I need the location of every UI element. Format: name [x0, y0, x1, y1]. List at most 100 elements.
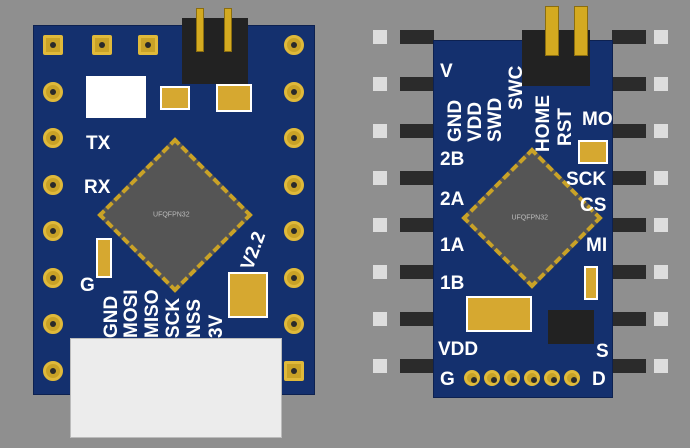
label-s: S: [596, 341, 609, 362]
stepper-leg-tip: [373, 77, 387, 91]
through-hole-pad: [43, 221, 63, 241]
stepper-leg: [400, 359, 434, 373]
stepper-leg: [400, 77, 434, 91]
through-hole-pad: [284, 267, 304, 288]
label-vdd: VDD: [465, 101, 486, 142]
smd-component: [160, 86, 190, 110]
smd-component: [96, 238, 112, 278]
stepper-leg-tip: [654, 124, 668, 138]
through-hole-pad: [43, 267, 63, 288]
label-g: G: [80, 275, 95, 296]
stepper-leg-tip: [373, 359, 387, 373]
through-hole-pad: [284, 360, 304, 381]
stepper-leg: [400, 171, 434, 185]
stepper-leg: [400, 265, 434, 279]
stepper-leg-tip: [373, 171, 387, 185]
label-d: D: [592, 369, 606, 390]
through-hole-pad: [43, 360, 63, 381]
through-hole-pad: [284, 174, 304, 195]
label-swc: SWC: [506, 65, 527, 110]
label-gnd: GND: [101, 295, 122, 338]
jst-connector: [70, 338, 282, 438]
label-cs: CS: [580, 195, 607, 216]
through-hole-pad: [284, 81, 304, 102]
through-hole-pad: [92, 35, 112, 55]
stepper-leg-tip: [654, 77, 668, 91]
stepper-leg-tip: [654, 359, 668, 373]
label-sck: SCK: [163, 297, 184, 338]
label-v: V: [440, 61, 453, 82]
through-hole-pad: [524, 370, 540, 386]
through-hole-pad: [504, 370, 520, 386]
stepper-leg: [400, 312, 434, 326]
header-pin: [545, 6, 559, 56]
stepper-leg: [400, 30, 434, 44]
smd-component: [584, 266, 598, 300]
transistor: [548, 310, 594, 344]
stepper-leg: [400, 124, 434, 138]
label-1a: 1A: [440, 235, 465, 256]
stepper-leg: [612, 218, 646, 232]
label-home: HOME: [533, 95, 554, 152]
header-pin: [574, 6, 588, 56]
label-rx: RX: [84, 177, 111, 198]
label-g: G: [440, 369, 455, 390]
stepper-leg: [612, 359, 646, 373]
label-nss: NSS: [184, 298, 205, 338]
stepper-leg-tip: [654, 171, 668, 185]
label-2a: 2A: [440, 189, 465, 210]
label-gnd: GND: [445, 99, 466, 142]
stepper-leg: [612, 265, 646, 279]
stepper-leg: [612, 77, 646, 91]
label-miso: MISO: [142, 289, 163, 338]
stepper-leg-tip: [654, 312, 668, 326]
smd-component: [466, 296, 532, 332]
through-hole-pad: [43, 35, 63, 55]
stepper-leg: [612, 312, 646, 326]
label-sck: SCK: [566, 169, 607, 190]
through-hole-pad: [284, 35, 304, 55]
stepper-leg: [612, 30, 646, 44]
chip-marking: UFQFPN32: [153, 211, 190, 219]
through-hole-pad: [43, 128, 63, 148]
label-mo: MO: [582, 109, 613, 130]
label-tx: TX: [86, 133, 111, 154]
smd-component: [216, 84, 252, 112]
left-pin-header: [182, 18, 248, 84]
header-pin: [196, 8, 204, 52]
label-swd: SWD: [485, 97, 506, 142]
header-pin: [224, 8, 232, 52]
stepper-leg-tip: [373, 265, 387, 279]
label-3v: 3V: [206, 314, 227, 338]
smd-component: [578, 140, 608, 164]
stepper-leg-tip: [373, 124, 387, 138]
smd-component: [86, 76, 146, 118]
through-hole-pad: [544, 370, 560, 386]
label-mosi: MOSI: [121, 289, 142, 338]
through-hole-pad: [284, 128, 304, 148]
through-hole-pad: [564, 370, 580, 386]
label-1b: 1B: [440, 273, 465, 294]
label-mi: MI: [586, 235, 608, 256]
stepper-leg-tip: [654, 30, 668, 44]
stepper-leg-tip: [373, 312, 387, 326]
label-rst: RST: [555, 108, 576, 146]
through-hole-pad: [284, 221, 304, 241]
stepper-leg: [612, 124, 646, 138]
stepper-leg: [612, 171, 646, 185]
stepper-leg-tip: [373, 30, 387, 44]
through-hole-pad: [43, 174, 63, 195]
smd-component: [228, 272, 268, 318]
through-hole-pad: [43, 314, 63, 334]
stepper-leg-tip: [654, 218, 668, 232]
stepper-leg-tip: [654, 265, 668, 279]
stepper-leg-tip: [373, 218, 387, 232]
chip-marking: UFQFPN32: [511, 214, 549, 222]
through-hole-pad: [464, 370, 480, 386]
label-2b: 2B: [440, 149, 465, 170]
stepper-leg: [400, 218, 434, 232]
through-hole-pad: [284, 314, 304, 334]
through-hole-pad: [484, 370, 500, 386]
label-vdd-bottom: VDD: [438, 339, 479, 360]
through-hole-pad: [43, 81, 63, 102]
